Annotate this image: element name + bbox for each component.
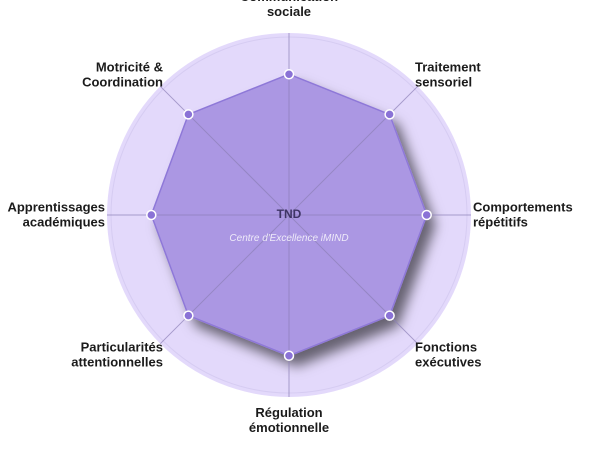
axis-label-line: Régulation: [255, 405, 322, 420]
axis-label-line: sociale: [267, 4, 311, 19]
data-point-6: [183, 310, 194, 321]
data-point-8: [183, 109, 194, 120]
axis-label-line: académiques: [23, 215, 105, 230]
axis-line-8: [159, 85, 290, 216]
axis-label-line: Fonctions: [415, 340, 477, 355]
axis-label-line: sensoriel: [415, 74, 472, 89]
data-point-4: [384, 310, 395, 321]
axis-line-2: [288, 85, 419, 216]
data-point-1: [283, 68, 295, 80]
axis-line-6: [159, 214, 290, 345]
axis-label-line: Particularités: [81, 340, 163, 355]
data-point-3: [421, 209, 432, 221]
axis-label-line: exécutives: [415, 355, 482, 370]
center-label: TND: [277, 207, 302, 221]
data-point-7: [146, 209, 157, 221]
axis-label-1: Communicationsociale: [240, 0, 338, 19]
data-point-2: [384, 109, 395, 120]
axis-label-line: Apprentissages: [7, 200, 105, 215]
axis-label-line: attentionnelles: [71, 355, 163, 370]
axis-label-line: répétitifs: [473, 215, 528, 230]
axis-label-line: Motricité &: [96, 59, 163, 74]
data-point-5: [283, 350, 295, 362]
axis-line-4: [288, 214, 419, 345]
axis-label-line: Traitement: [415, 59, 481, 74]
axis-label-line: Comportements: [473, 200, 573, 215]
axis-label-line: Communication: [240, 0, 338, 4]
watermark-text: Centre d'Excellence iMIND: [229, 233, 348, 244]
axis-label-8: Motricité &Coordination: [82, 59, 163, 89]
axis-label-line: émotionnelle: [249, 420, 329, 435]
axis-label-line: Coordination: [82, 74, 163, 89]
